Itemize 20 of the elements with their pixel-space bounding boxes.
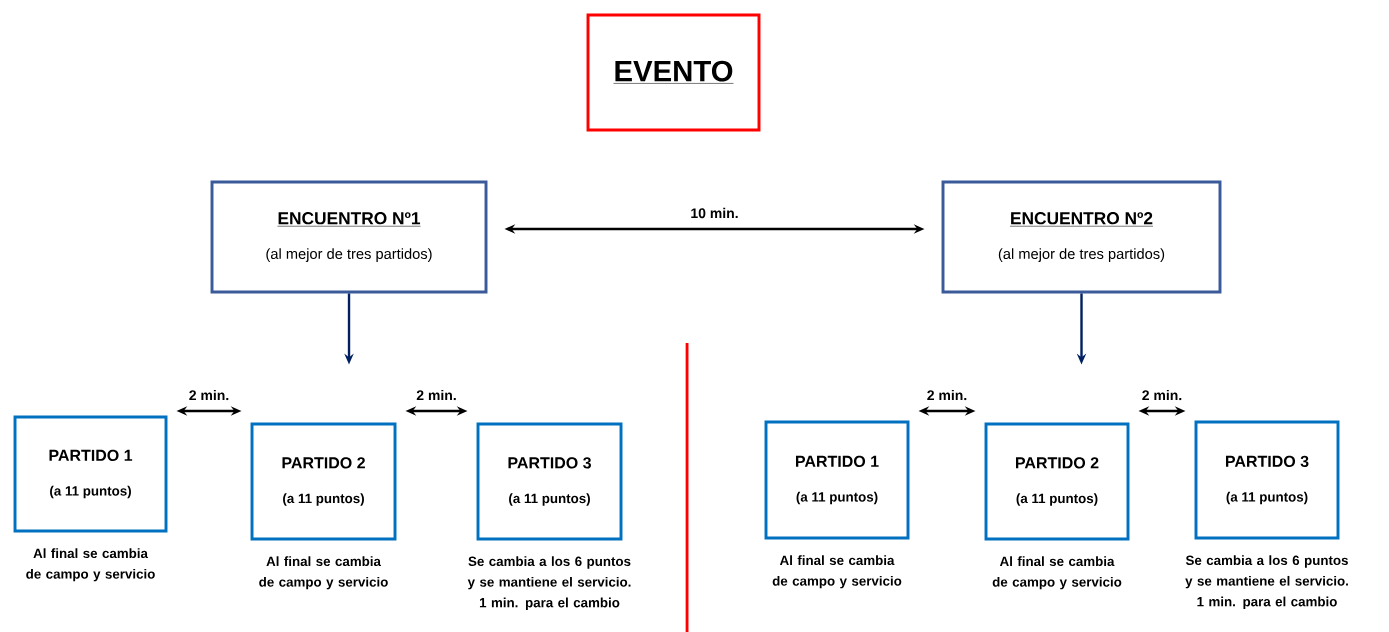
match-box: PARTIDO 3 (a 11 puntos): [1194, 420, 1340, 540]
note-text: Se cambia a los 6 puntos y se mantiene el servicio. 1 min. para el cambio: [467, 556, 631, 610]
meeting-box: ENCUENTRO Nº1 (al mejor de tres partidos): [210, 180, 488, 294]
note-text: Al final se cambia de campo y servicio: [772, 555, 902, 589]
note-text: Al final se cambia de campo y servicio: [992, 556, 1122, 590]
match-box: PARTIDO 2 (a 11 puntos): [984, 422, 1130, 541]
match-box: PARTIDO 1 (a 11 puntos): [13, 415, 168, 533]
edge-label: 2 min.: [1140, 388, 1184, 402]
match-box: PARTIDO 3 (a 11 puntos): [476, 422, 623, 541]
edge-label: 10 min.: [689, 206, 740, 220]
note-text: Al final se cambia de campo y servicio: [259, 556, 388, 590]
edge-label: 2 min.: [187, 388, 231, 402]
title-box: EVENTO: [586, 13, 761, 132]
note-text: Al final se cambia de campo y servicio: [26, 548, 155, 582]
edge-label: 2 min.: [925, 388, 969, 402]
match-box: PARTIDO 2 (a 11 puntos): [250, 422, 397, 541]
match-box: PARTIDO 1 (a 11 puntos): [764, 420, 910, 540]
edge-label: 2 min.: [414, 388, 459, 402]
note-text: Se cambia a los 6 puntos y se mantiene el servicio. 1 min. para el cambio: [1185, 555, 1348, 609]
meeting-box: ENCUENTRO Nº2 (al mejor de tres partidos): [941, 180, 1222, 294]
